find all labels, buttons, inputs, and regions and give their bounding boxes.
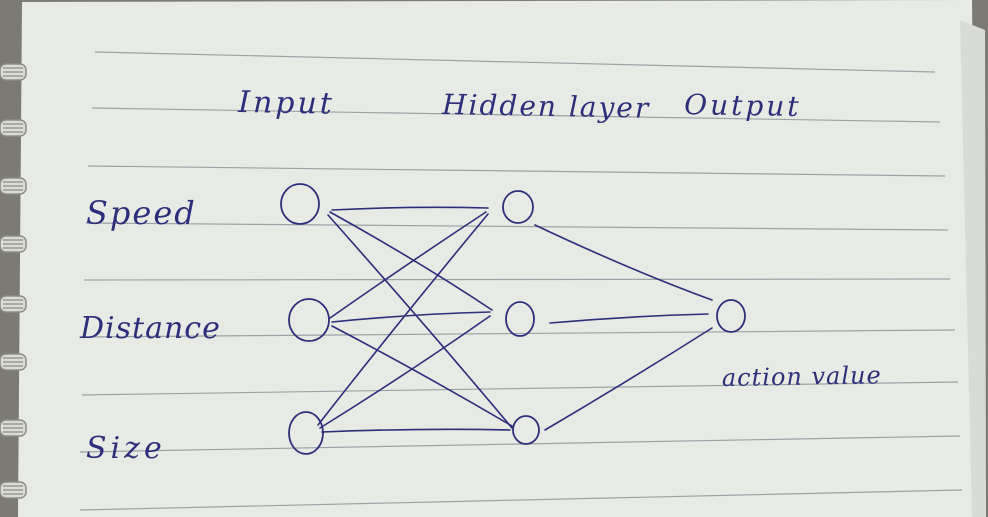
- rule-line: [85, 222, 949, 231]
- spiral-ring: [0, 235, 27, 253]
- input-label-distance: Distance: [79, 311, 221, 346]
- spiral-ring: [0, 119, 27, 137]
- page-edge-stack: [960, 20, 986, 517]
- edge-h2-output: [549, 313, 709, 324]
- input-label-speed: Speed: [86, 194, 197, 232]
- spiral-ring: [0, 177, 27, 195]
- edge-speed-h3: [327, 214, 513, 429]
- edge-size-h2: [319, 315, 491, 429]
- nodes: [280, 183, 746, 455]
- rule-line: [91, 107, 941, 123]
- rule-line: [79, 435, 961, 453]
- spiral-ring: [0, 295, 27, 313]
- spiral-ring: [0, 419, 27, 437]
- rule-line: [81, 329, 956, 338]
- rule-line: [79, 489, 963, 511]
- rule-line: [83, 278, 951, 281]
- edge-distance-h3: [331, 325, 513, 427]
- input-node-speed: [280, 183, 320, 225]
- edge-speed-h2: [329, 211, 493, 311]
- connections: [317, 206, 713, 433]
- spiral-ring: [0, 63, 27, 81]
- edge-distance-h2: [331, 311, 491, 323]
- hidden-layer-title: Hidden layer: [441, 88, 651, 125]
- edge-distance-h1: [329, 211, 487, 319]
- spiral-ring: [0, 481, 27, 499]
- rule-line: [94, 51, 936, 73]
- input-layer-title: Input: [237, 85, 335, 122]
- input-node-distance: [288, 298, 330, 342]
- output-label: action value: [722, 361, 882, 392]
- rule-line: [81, 381, 959, 396]
- edge-size-h3: [321, 428, 511, 433]
- rule-line: [87, 165, 946, 177]
- edge-h1-output: [534, 224, 713, 301]
- output-node: [716, 299, 746, 333]
- hidden-node-2: [505, 301, 535, 337]
- spiral-ring: [0, 353, 27, 371]
- output-layer-title: Output: [684, 88, 802, 123]
- edge-h3-output: [544, 327, 713, 431]
- spiral-binding: [0, 63, 27, 499]
- input-label-size: Size: [86, 431, 166, 466]
- edge-speed-h1: [331, 206, 489, 211]
- input-node-size: [288, 411, 324, 455]
- hidden-node-1: [502, 190, 534, 224]
- hidden-node-3: [512, 415, 540, 445]
- ruled-lines: [79, 51, 963, 511]
- edge-size-h1: [317, 213, 489, 426]
- notebook-page: [18, 0, 978, 517]
